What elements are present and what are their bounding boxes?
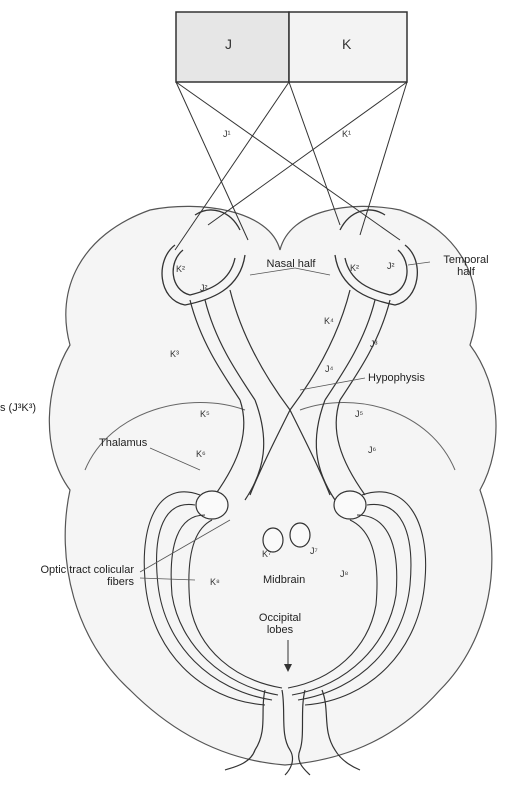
fiber-label-k2b: K² (350, 262, 359, 274)
visual-field-label-k: K (342, 36, 351, 52)
fiber-label-k5: K⁵ (200, 408, 210, 420)
fiber-label-k7: K⁷ (262, 548, 271, 560)
hypophysis-label: Hypophysis (368, 372, 425, 384)
right-colliculus (290, 523, 310, 547)
fiber-label-j7: J⁷ (310, 545, 318, 557)
visual-field-label-j: J (225, 36, 232, 52)
thalamus-label: Thalamus (99, 437, 147, 449)
fiber-label-j1: J¹ (223, 128, 231, 140)
fiber-label-j2b: J² (387, 260, 395, 272)
fiber-label-k4: K⁴ (324, 315, 334, 327)
fiber-label-k6: K⁶ (196, 448, 206, 460)
visual-field-left (176, 12, 289, 82)
nasal-half-label: Nasal half (266, 258, 316, 270)
midbrain-label: Midbrain (263, 574, 305, 586)
temporal-half-label: Temporal half (436, 254, 496, 278)
fiber-label-j2: J² (200, 282, 208, 294)
fiber-label-k8: K⁸ (210, 576, 220, 588)
fiber-label-k2: K² (176, 263, 185, 275)
fiber-label-k1: K¹ (342, 128, 351, 140)
fiber-label-j5: J⁵ (355, 408, 363, 420)
fiber-label-j4: J⁴ (325, 363, 333, 375)
occipital-lobes-label: Occipital lobes (252, 612, 308, 636)
brain-outline (49, 206, 496, 765)
fiber-label-j8: J⁸ (340, 568, 348, 580)
fiber-label-k3: K³ (170, 348, 179, 360)
fiber-label-j6: J⁶ (368, 444, 376, 456)
optic-tract-colicular-label: Optic tract colicular fibers (12, 564, 134, 588)
fiber-label-j3: J³ (370, 338, 378, 350)
left-margin-label: s (J³K³) (0, 402, 36, 414)
